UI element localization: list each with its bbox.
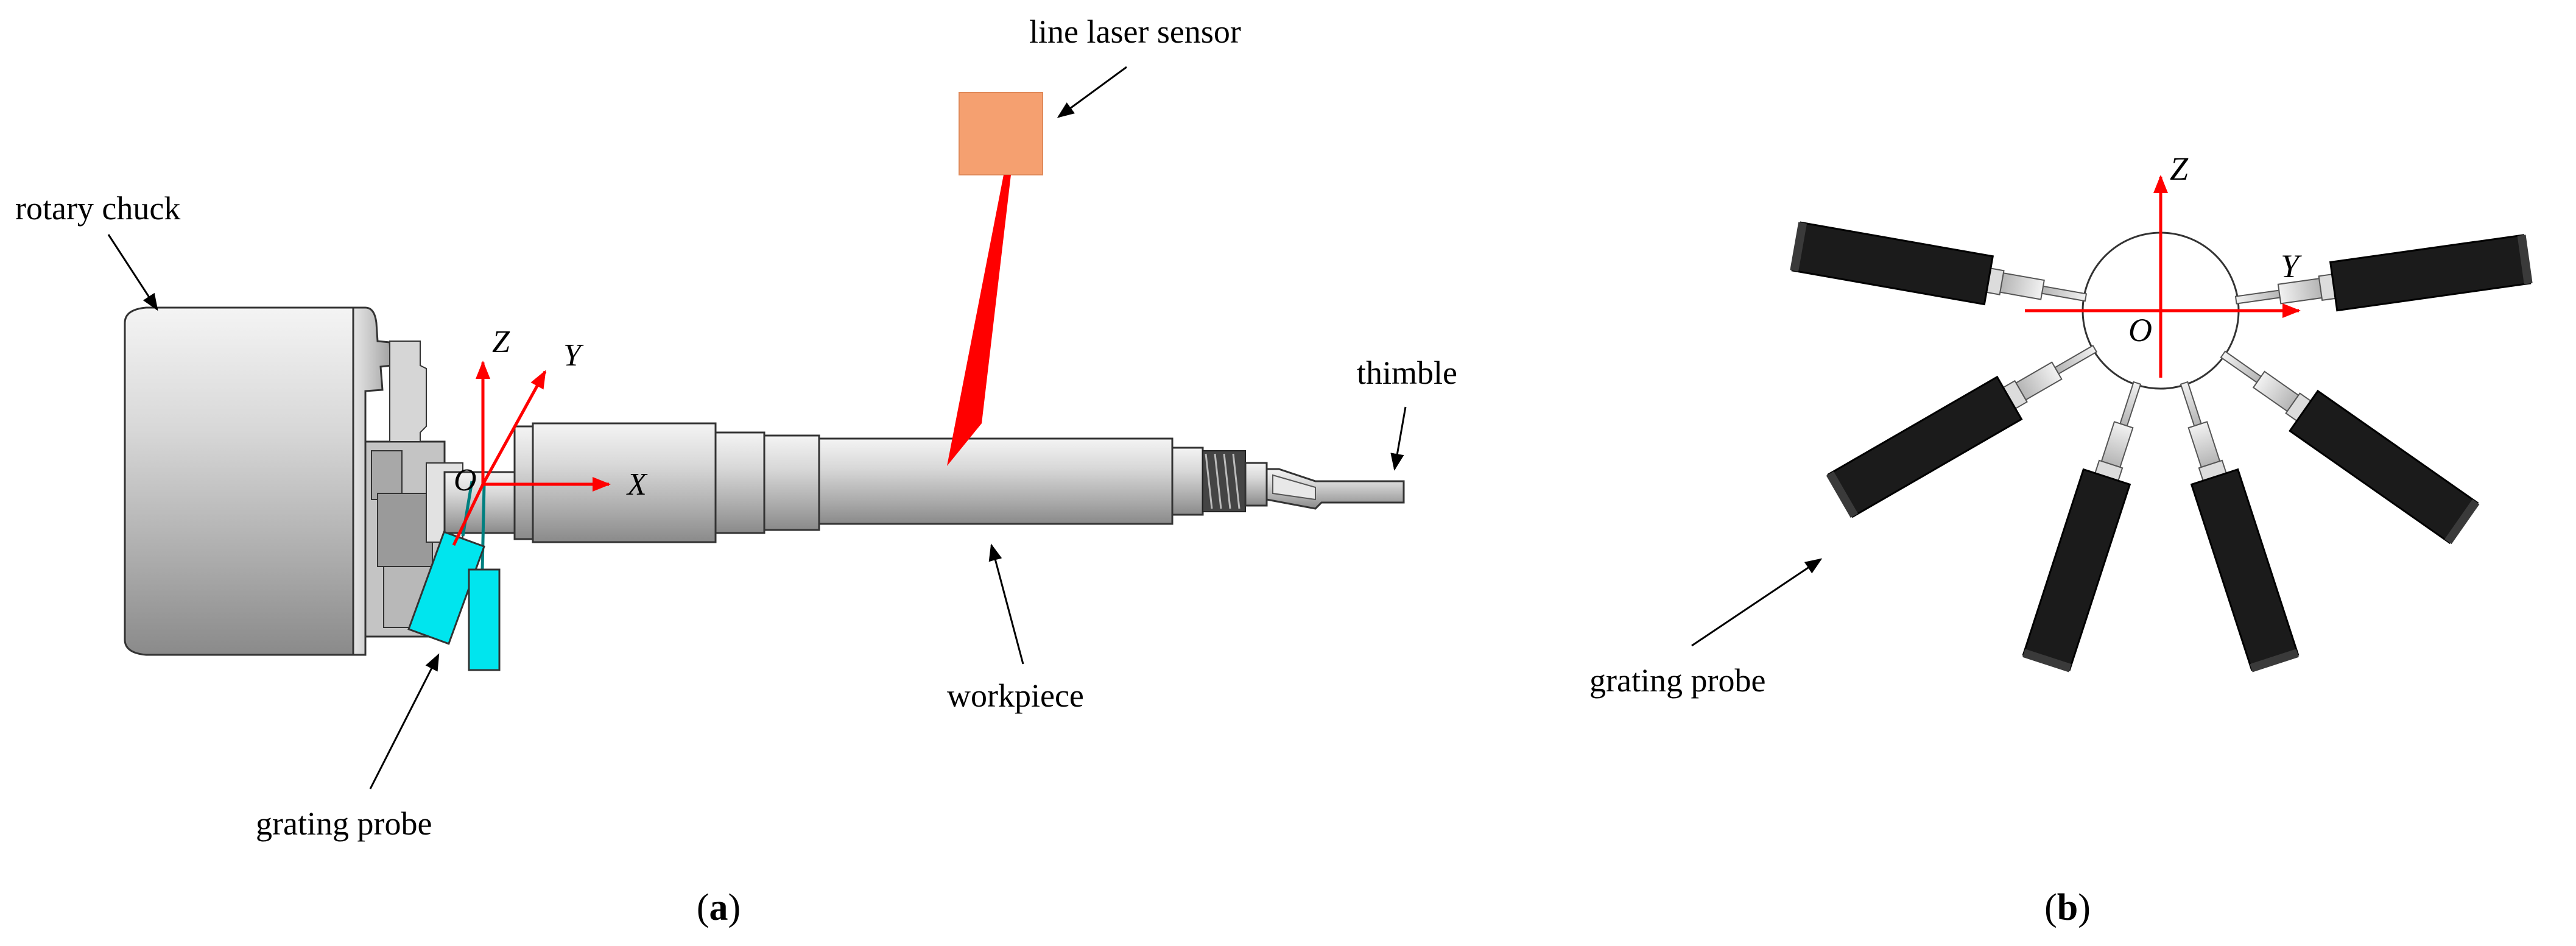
grating-probe-2 (1825, 327, 2108, 519)
origin-label-b: O (2128, 312, 2152, 348)
panel-b: Z Y O grating probe (b) (1589, 150, 2534, 928)
coordinate-axes-a (452, 361, 611, 546)
grating-probe-arrow-b (1691, 558, 1823, 647)
grating-probe-4 (2160, 375, 2300, 673)
axis-y-label: Y (563, 338, 584, 373)
grating-probe-3 (2021, 375, 2161, 673)
grating-probe-label-a: grating probe (256, 805, 432, 842)
axis-x-label: X (626, 467, 648, 502)
coordinate-axes-b (2025, 175, 2301, 378)
thimble-arrow (1390, 406, 1407, 471)
caption-a: (a) (697, 887, 741, 928)
grating-probe-1 (1789, 221, 2091, 323)
workpiece-arrow (988, 543, 1024, 665)
grating-probe-cyan (407, 481, 501, 671)
rotary-chuck (124, 306, 463, 656)
line-laser-sensor-arrow (1057, 66, 1127, 118)
panel-a: Z Y X O rotary chuck line laser sensor t… (15, 13, 1457, 928)
rotary-chuck-arrow (107, 234, 158, 311)
grating-probe-label-b: grating probe (1589, 662, 1765, 699)
rotary-chuck-label: rotary chuck (15, 190, 180, 227)
line-laser-sensor (959, 92, 1043, 175)
axis-y-label-b: Y (2281, 248, 2302, 284)
grating-probe-arrow-a (369, 653, 440, 789)
caption-b: (b) (2044, 887, 2091, 928)
workpiece-shaft (443, 422, 1268, 543)
line-laser-sensor-label: line laser sensor (1029, 13, 1241, 50)
origin-label: O (454, 463, 477, 498)
workpiece-label: workpiece (947, 677, 1084, 714)
thimble-label: thimble (1357, 355, 1457, 391)
thread-section (1202, 450, 1246, 512)
thimble-part (1265, 468, 1405, 510)
axis-z-label: Z (492, 325, 510, 359)
axis-z-label-b: Z (2170, 150, 2189, 187)
laser-beam (947, 175, 1011, 466)
